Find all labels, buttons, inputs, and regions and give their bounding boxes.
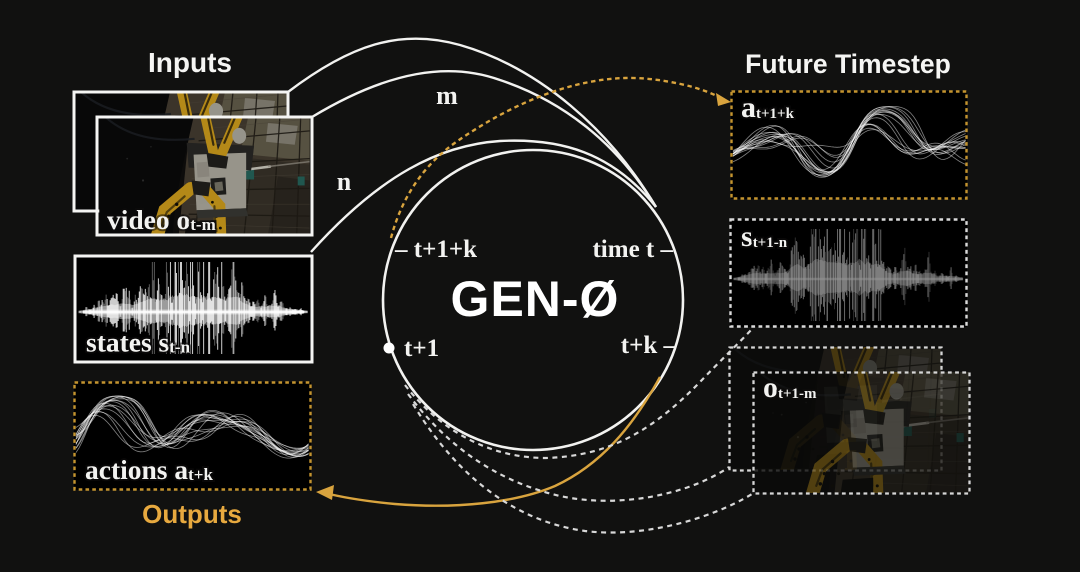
svg-text:n: n: [337, 167, 352, 196]
svg-text:m: m: [436, 81, 458, 110]
svg-text:GEN-Ø: GEN-Ø: [451, 271, 620, 327]
svg-text:Future Timestep: Future Timestep: [745, 49, 951, 79]
svg-text:– t+1+k: – t+1+k: [394, 236, 477, 263]
svg-text:t+1: t+1: [404, 335, 439, 362]
svg-text:Inputs: Inputs: [148, 47, 232, 78]
svg-text:t+k –: t+k –: [621, 332, 677, 359]
svg-text:Outputs: Outputs: [142, 499, 242, 529]
svg-text:time t –: time t –: [592, 236, 673, 263]
